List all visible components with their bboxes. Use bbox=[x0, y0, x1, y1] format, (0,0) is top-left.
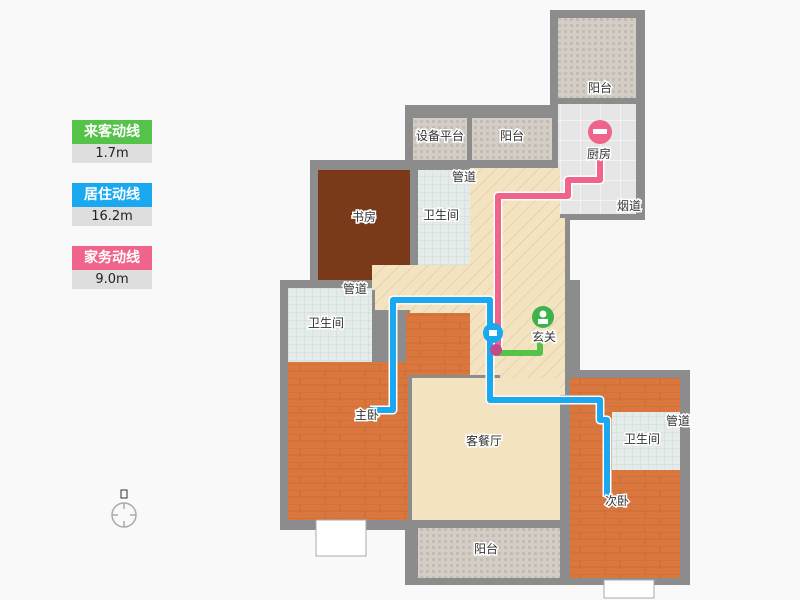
legend-label: 家务动线 bbox=[72, 246, 152, 270]
label-balcony-bottom: 阳台 bbox=[474, 541, 498, 556]
bath2 bbox=[288, 288, 372, 362]
balcony-bottom bbox=[418, 528, 560, 578]
legend-value: 1.7m bbox=[72, 144, 152, 163]
balcony-mid bbox=[472, 118, 552, 160]
label-pipe2: 管道 bbox=[343, 281, 367, 296]
legend-guest-route: 来客动线 1.7m bbox=[72, 120, 152, 163]
study bbox=[318, 170, 410, 280]
kitchen-marker-icon bbox=[588, 120, 612, 144]
label-master: 主卧 bbox=[355, 408, 379, 422]
equipment-platform bbox=[413, 118, 467, 160]
label-second: 次卧 bbox=[605, 494, 629, 508]
legend-value: 9.0m bbox=[72, 270, 152, 289]
master-bedroom bbox=[288, 362, 408, 520]
legend-label: 来客动线 bbox=[72, 120, 152, 144]
label-balcony-mid: 阳台 bbox=[500, 128, 524, 143]
balcony-top bbox=[558, 18, 636, 98]
master-closet bbox=[406, 313, 470, 375]
living-marker-icon bbox=[483, 323, 503, 343]
entry-person-icon bbox=[532, 306, 554, 328]
route-junction-dot bbox=[490, 344, 502, 356]
second-bedroom bbox=[570, 378, 680, 578]
legend-living-route: 居住动线 16.2m bbox=[72, 183, 152, 226]
label-study: 书房 bbox=[352, 209, 376, 224]
compass-icon bbox=[111, 489, 137, 528]
legend-housework-route: 家务动线 9.0m bbox=[72, 246, 152, 289]
legend-label: 居住动线 bbox=[72, 183, 152, 207]
label-equipment: 设备平台 bbox=[416, 128, 464, 143]
label-pipe1: 管道 bbox=[452, 169, 476, 184]
legend-value: 16.2m bbox=[72, 207, 152, 226]
bath3 bbox=[612, 412, 680, 470]
label-living: 客餐厅 bbox=[466, 433, 502, 448]
label-bath3: 卫生间 bbox=[624, 432, 660, 446]
bay-window-master bbox=[315, 519, 367, 557]
label-balcony-top: 阳台 bbox=[588, 80, 612, 95]
label-bath1: 卫生间 bbox=[423, 208, 459, 222]
label-pipe3: 管道 bbox=[666, 413, 690, 428]
guest-route bbox=[497, 333, 543, 356]
label-kitchen: 厨房 bbox=[587, 146, 611, 161]
bath1 bbox=[418, 170, 470, 265]
label-bath2: 卫生间 bbox=[308, 316, 344, 330]
label-entry: 玄关 bbox=[532, 329, 556, 344]
label-flue: 烟道 bbox=[617, 199, 641, 213]
routes bbox=[370, 150, 612, 497]
bay-window-second bbox=[603, 579, 655, 599]
